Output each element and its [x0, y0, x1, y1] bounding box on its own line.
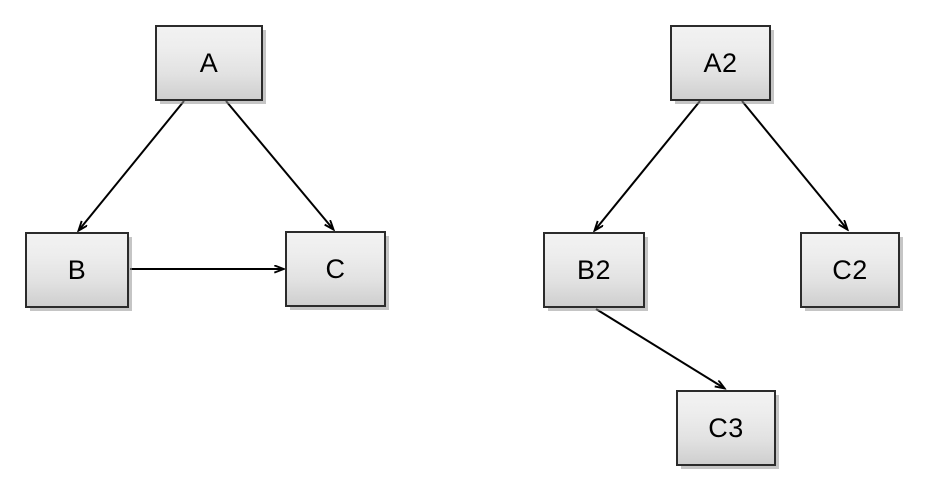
node-label: A2: [703, 47, 738, 78]
edge-a2-to-c2[interactable]: [741, 100, 847, 229]
node-b[interactable]: B: [25, 232, 129, 308]
node-a2[interactable]: A2: [670, 25, 771, 101]
node-c3[interactable]: C3: [676, 390, 776, 466]
node-label: C2: [832, 254, 868, 285]
edge-a2-to-b2[interactable]: [595, 100, 701, 230]
node-label: A: [199, 47, 219, 78]
node-label: C3: [708, 412, 744, 443]
node-c[interactable]: C: [285, 231, 386, 307]
edge-a-to-b[interactable]: [79, 100, 185, 230]
node-label: C: [325, 253, 346, 284]
edge-b2-to-c3[interactable]: [595, 308, 724, 388]
edges-group: [79, 100, 847, 388]
node-b2[interactable]: B2: [543, 232, 645, 308]
node-a[interactable]: A: [155, 25, 263, 101]
node-c2[interactable]: C2: [800, 232, 900, 308]
edge-a-to-c[interactable]: [225, 100, 333, 229]
node-label: B2: [576, 254, 612, 285]
node-label: B: [67, 254, 87, 285]
